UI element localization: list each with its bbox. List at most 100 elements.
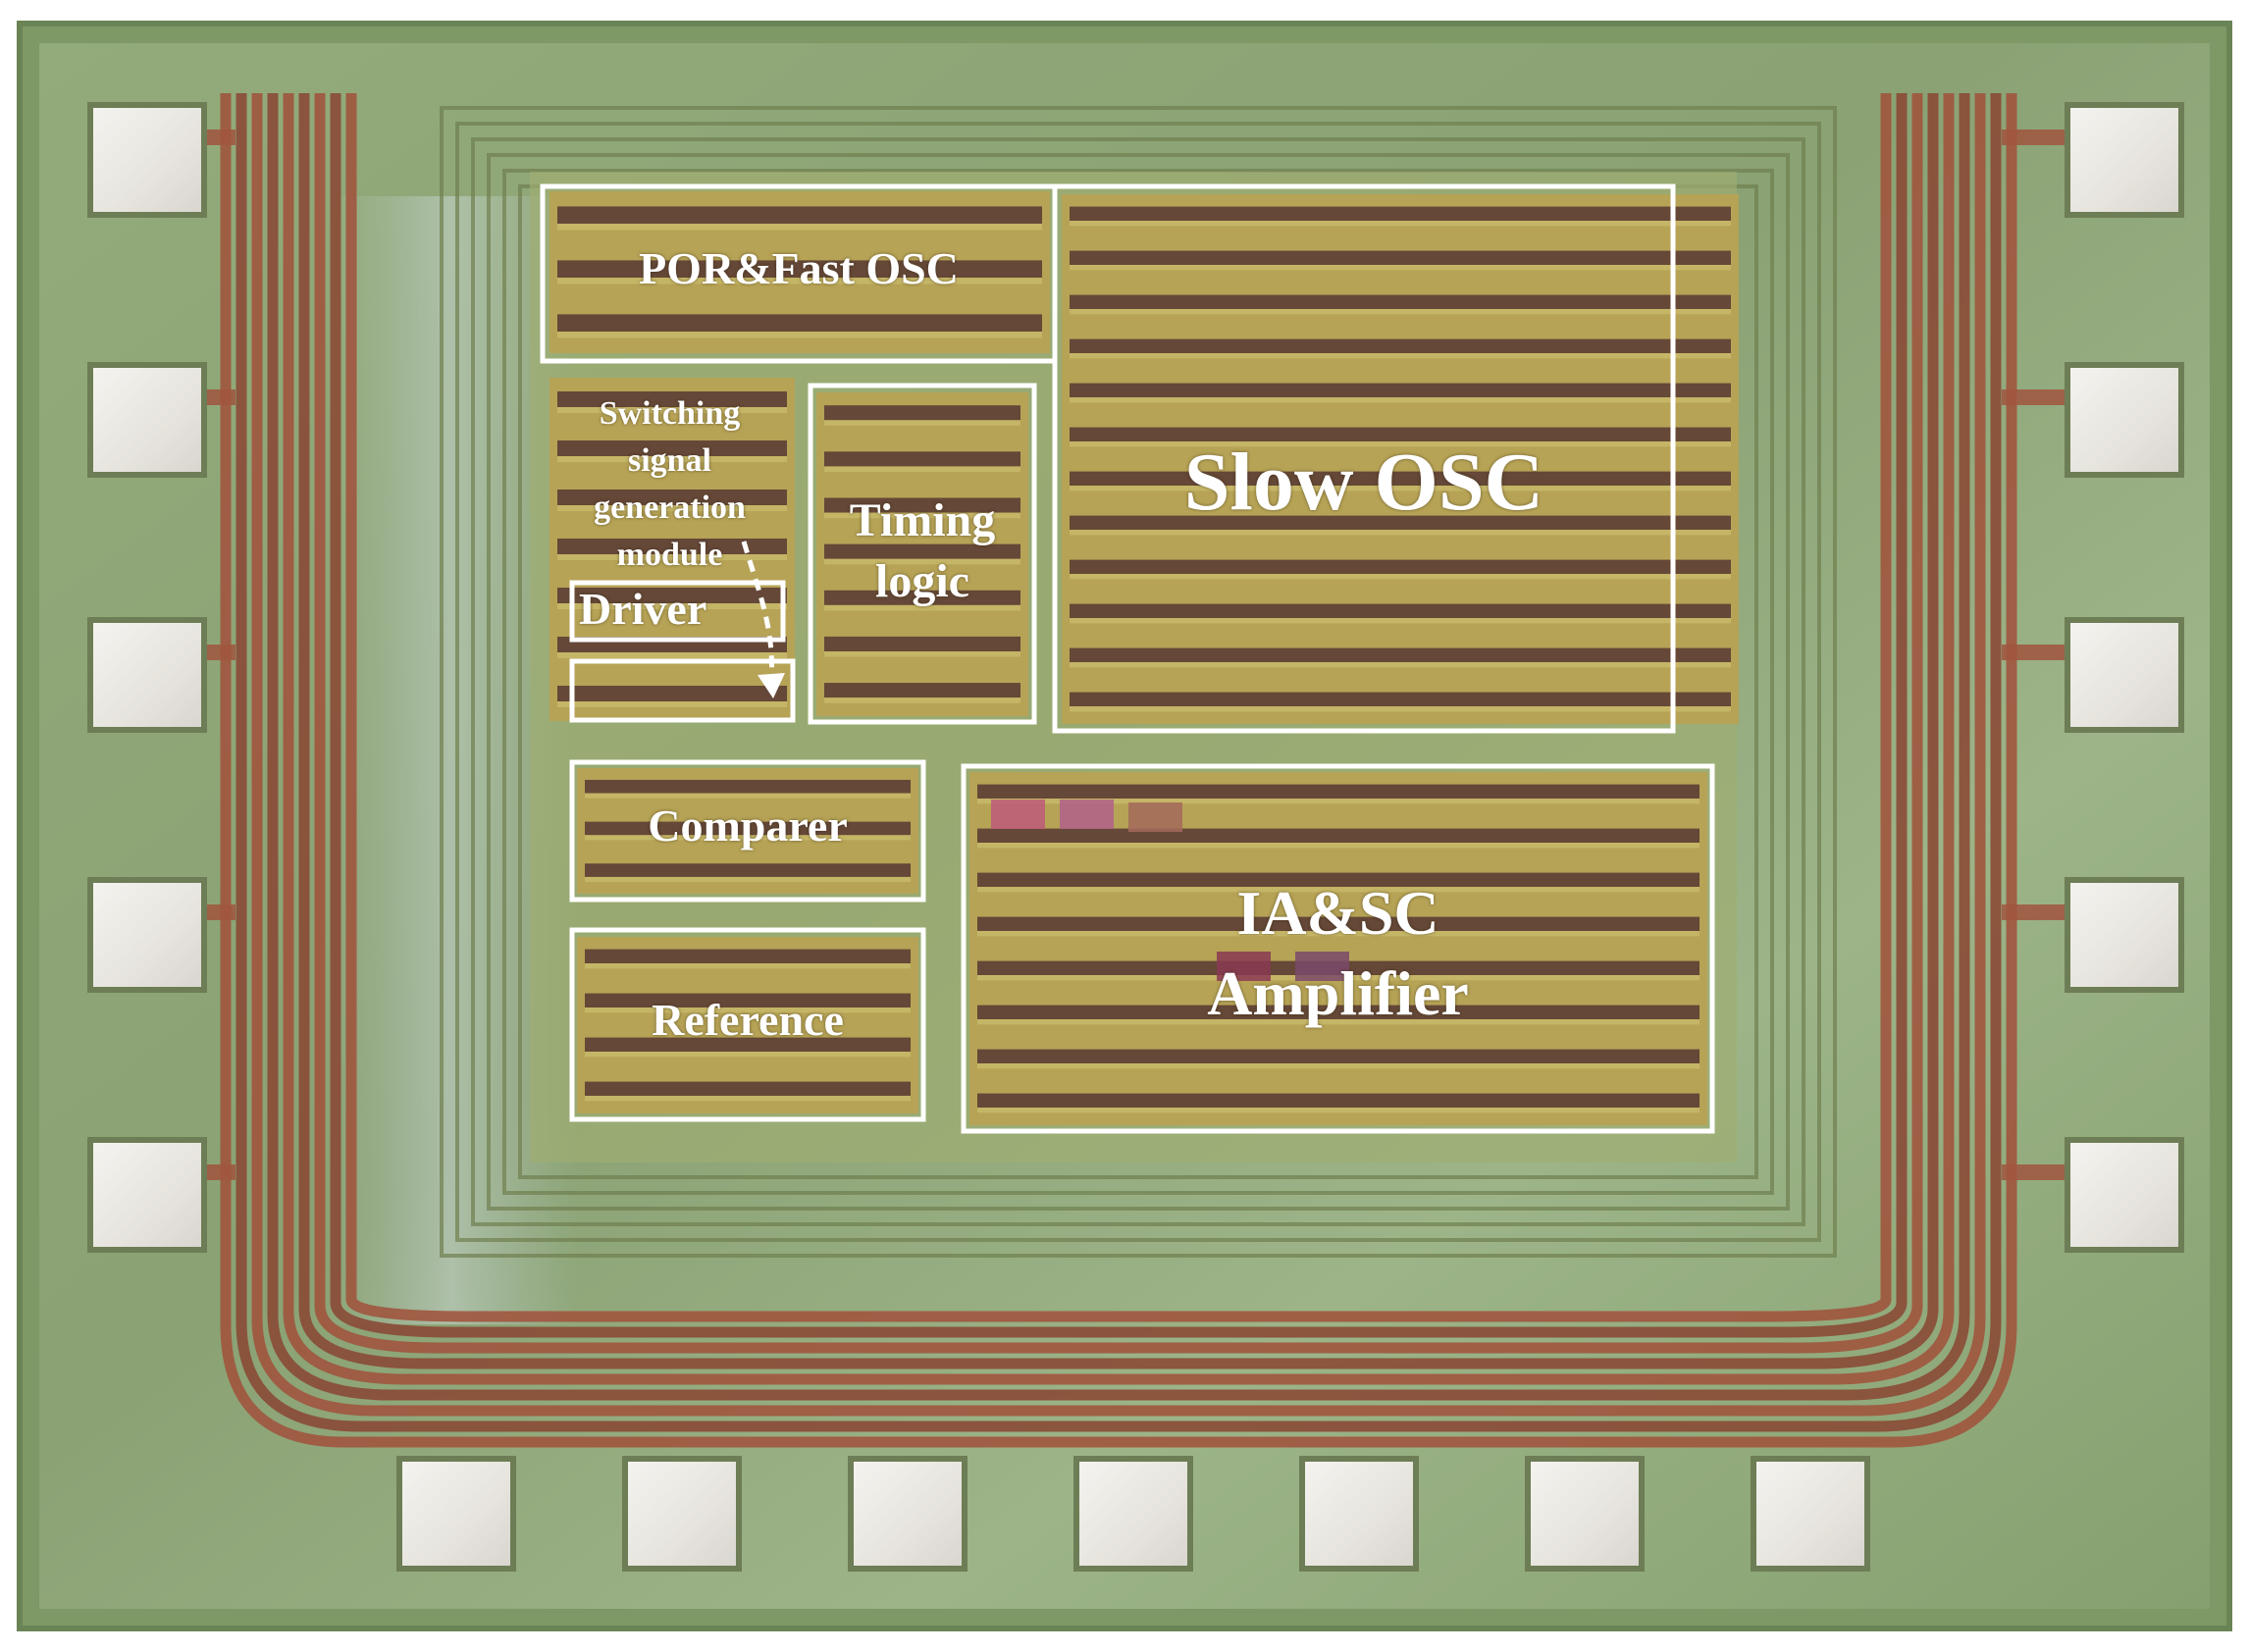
por-osc-stripe — [557, 206, 1042, 224]
metal-trace-ring — [314, 93, 1923, 1354]
slow-osc-stripe — [1070, 515, 1731, 530]
por-osc-stripe-highlight — [557, 224, 1042, 231]
slow-osc-stripe — [1070, 250, 1731, 265]
slow-osc-stripe — [1070, 603, 1731, 618]
timing-stripe-highlight — [824, 604, 1020, 611]
bond-pad-bottom — [1079, 1462, 1187, 1566]
amplifier-stripe-highlight — [977, 1063, 1700, 1069]
label-por-fast-osc: POR&Fast OSC — [639, 243, 959, 293]
label-switching-line-3: generation — [594, 490, 746, 526]
bond-pad-bottom — [402, 1462, 510, 1566]
bond-pad-bottom — [628, 1462, 736, 1566]
inner-routing-frame — [440, 106, 1837, 1258]
label-ia-sc-line-1: IA&SC — [1236, 878, 1439, 948]
arrow-head — [758, 673, 785, 698]
timing-stripe — [824, 497, 1020, 513]
bond-pad-right — [2070, 883, 2178, 987]
slow-osc-stripe — [1070, 559, 1731, 574]
inner-routing-frame — [487, 153, 1790, 1211]
metal-trace-ring — [283, 93, 1955, 1385]
metal-trace-ring — [267, 93, 1970, 1401]
inner-routing-frame — [502, 169, 1774, 1195]
bond-pad-left — [93, 1143, 201, 1247]
box-timing-logic — [808, 383, 1037, 725]
bond-pad-left — [93, 108, 201, 212]
timing-stripe-highlight — [824, 651, 1020, 657]
device-cell — [1295, 952, 1349, 981]
timing-stripe — [824, 683, 1020, 698]
metal-trace-ring — [330, 93, 1908, 1338]
core-region — [530, 172, 1739, 1162]
amplifier-stripe-highlight — [977, 887, 1700, 893]
bond-pad-bottom — [1305, 1462, 1413, 1566]
switching-stripe-highlight — [557, 456, 787, 462]
switching-stripe-highlight — [557, 554, 787, 560]
metal-trace-ring — [220, 93, 2017, 1448]
slow-osc-stripe-highlight — [1070, 353, 1731, 359]
label-switching-line-4: module — [616, 537, 723, 573]
por-osc-stripe — [557, 314, 1042, 332]
timing-stripe — [824, 590, 1020, 605]
slow-osc-stripe — [1070, 206, 1731, 221]
label-timing-line-1: Timing — [849, 494, 996, 546]
metal-trace-ring — [298, 93, 1939, 1369]
switching-stripe — [557, 391, 787, 407]
comparer-stripe-highlight — [585, 835, 911, 841]
slow-osc-stripe-highlight — [1070, 221, 1731, 227]
slow-osc-stripe — [1070, 647, 1731, 662]
label-slow-osc: Slow OSC — [1183, 437, 1544, 528]
slow-osc-stripe-highlight — [1070, 309, 1731, 315]
label-switching-module: Switching signal generation module — [559, 390, 780, 579]
amplifier-stripe — [977, 872, 1700, 887]
reference-stripe — [585, 993, 911, 1007]
switching-stripe-highlight — [557, 603, 787, 609]
amplifier-stripe — [977, 1005, 1700, 1019]
inner-routing-frame — [455, 122, 1821, 1242]
switching-stripe-highlight — [557, 701, 787, 707]
reference-stripe-highlight — [585, 1096, 911, 1102]
box-driver-output — [569, 658, 796, 723]
amplifier-stripe-highlight — [977, 1019, 1700, 1025]
slow-osc-stripe-highlight — [1070, 662, 1731, 668]
metal-trace-ring — [235, 93, 2002, 1432]
slow-osc-stripe-highlight — [1070, 441, 1731, 447]
bond-pad-right — [2070, 1143, 2178, 1247]
bond-pad-right — [2070, 368, 2178, 472]
label-switching-line-1: Switching — [599, 395, 741, 432]
amplifier-stripe — [977, 916, 1700, 931]
slow-osc-stripe — [1070, 692, 1731, 706]
timing-stripe-highlight — [824, 512, 1020, 519]
timing-stripe — [824, 636, 1020, 651]
por-osc-stripe-highlight — [557, 278, 1042, 284]
switching-stripe-highlight — [557, 505, 787, 511]
slow-osc-stripe — [1070, 338, 1731, 353]
annotation-boxes — [540, 183, 1715, 1134]
switching-stripe — [557, 588, 787, 603]
reference-stripe — [585, 1081, 911, 1096]
switching-stripe-highlight — [557, 407, 787, 413]
amplifier-stripe — [977, 1049, 1700, 1063]
slow-osc-stripe-highlight — [1070, 265, 1731, 271]
device-cell — [1128, 802, 1182, 832]
device-cell — [991, 800, 1045, 829]
slow-osc-stripe-highlight — [1070, 618, 1731, 624]
box-slow-osc — [1052, 183, 1676, 734]
timing-stripe-highlight — [824, 420, 1020, 426]
bond-pad-right — [2070, 108, 2178, 212]
slow-osc-stripe-highlight — [1070, 530, 1731, 536]
slow-osc-stripe — [1070, 294, 1731, 309]
bond-pad-bottom — [854, 1462, 962, 1566]
reference-stripe-highlight — [585, 963, 911, 969]
comparer-stripe — [585, 779, 911, 794]
slow-osc-stripe — [1070, 471, 1731, 486]
amplifier-stripe-highlight — [977, 843, 1700, 849]
bond-pad-left — [93, 623, 201, 727]
reference-stripe — [585, 949, 911, 963]
timing-stripe — [824, 451, 1020, 467]
dashed-arrow — [741, 541, 775, 684]
slow-osc-stripe — [1070, 427, 1731, 441]
bond-pad-group — [87, 102, 2184, 1572]
switching-stripe — [557, 686, 787, 701]
slow-osc-stripe-highlight — [1070, 706, 1731, 712]
